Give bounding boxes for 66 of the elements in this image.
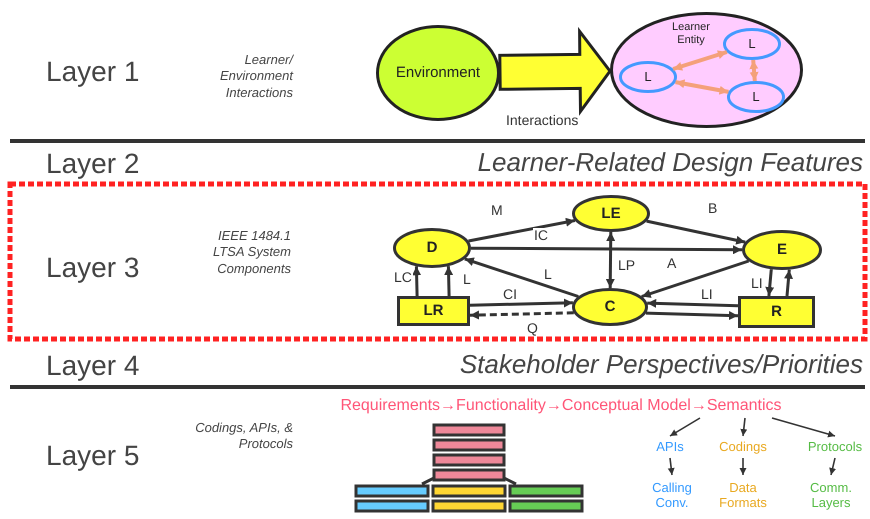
process-box: R: [738, 296, 815, 328]
flow-text: APIs: [646, 437, 694, 457]
arrow: [772, 417, 836, 438]
arrow: [646, 220, 746, 245]
node-label: LE: [601, 204, 621, 222]
edge-label: Q: [526, 321, 539, 336]
arrow: [675, 79, 729, 95]
flow-text: Protocols: [800, 437, 870, 457]
layer-description: Codings, APIs, & Protocols: [194, 420, 293, 452]
ellipse-node: [723, 28, 781, 60]
node-label: L: [644, 70, 652, 84]
arrow: [829, 458, 836, 476]
arrow: [468, 218, 576, 242]
layer-heading: Layer 5: [46, 439, 140, 473]
flow-text: Comm. Layers: [800, 476, 862, 516]
ellipse-node: [572, 195, 650, 232]
arrow: [670, 417, 700, 437]
arrow: [647, 298, 738, 308]
flow-text: Requirements→Functionality→Conceptual Model→Semantics: [338, 395, 784, 417]
ellipse-node: [742, 230, 822, 270]
ellipse-node: [572, 288, 648, 326]
edge-label: LC: [393, 270, 413, 286]
arrow: [444, 266, 454, 296]
arrow: [668, 458, 675, 476]
ellipse-node: [376, 25, 500, 121]
arrow: [749, 60, 759, 82]
node-label: L: [752, 90, 760, 104]
node-label: C: [604, 298, 616, 316]
layer-heading: Learner-Related Design Features: [476, 146, 863, 178]
arrow: [606, 232, 616, 288]
layer-description: IEEE 1484.1 LTSA System Components: [212, 228, 291, 277]
ellipse-node: [393, 228, 471, 268]
flow-text: Codings: [710, 437, 776, 457]
node-label: E: [776, 241, 787, 259]
edge-label: IC: [533, 228, 549, 244]
arrow: [470, 298, 573, 308]
flow-text: Data Formats: [714, 476, 772, 516]
arrow: [765, 269, 774, 296]
edge-label: CI: [502, 287, 518, 302]
arrow: [470, 310, 574, 320]
arrow: [471, 245, 742, 254]
arrow: [641, 260, 750, 298]
node-label: Learner Entity: [671, 21, 711, 46]
arrow: [740, 418, 748, 436]
flow-text: Calling Conv.: [646, 476, 698, 516]
arrow: [784, 270, 793, 296]
ellipse-node: [619, 61, 677, 93]
node-label: D: [426, 239, 438, 257]
arrow: [740, 458, 746, 475]
ellipse-node: [610, 12, 803, 128]
edge-label: Interactions: [505, 113, 580, 128]
ellipse-node: [727, 81, 785, 113]
layer-heading: Layer 2: [46, 147, 140, 181]
layer-heading: Stakeholder Perspectives/Priorities: [458, 348, 863, 380]
layer-heading: Layer 4: [46, 349, 140, 383]
arrow: [412, 266, 422, 296]
arrow: [464, 257, 579, 298]
node-label: Environment: [396, 64, 480, 82]
arrow: [672, 50, 728, 71]
layer-heading: Layer 1: [46, 55, 140, 89]
layer-heading: Layer 3: [46, 251, 140, 285]
arrow: [646, 311, 738, 320]
layer-description: Learner/ Environment Interactions: [219, 52, 293, 101]
block-arrow: [498, 26, 612, 116]
process-box: LR: [397, 296, 470, 326]
node-label: L: [748, 36, 756, 52]
